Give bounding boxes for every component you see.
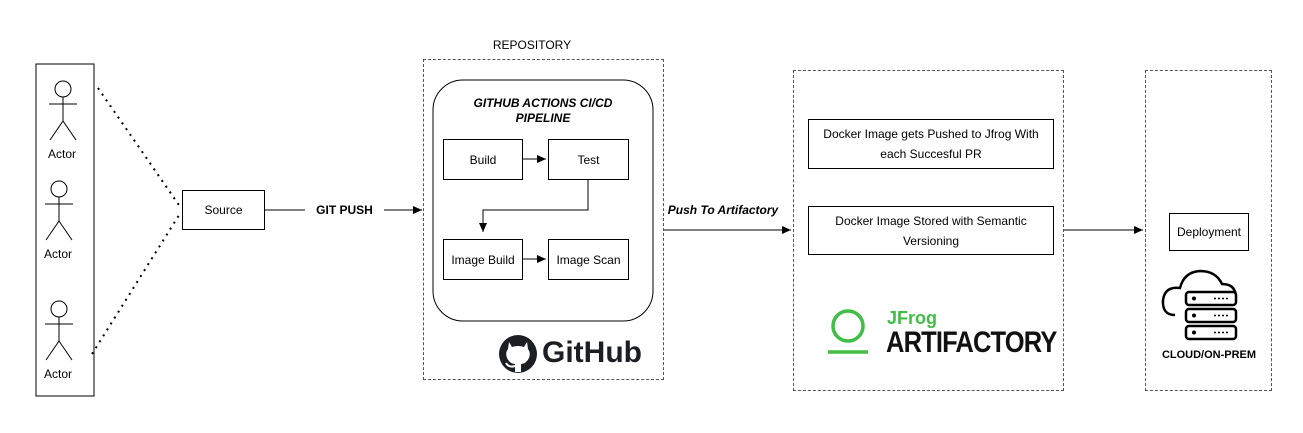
artifactory-note-versioning: Docker Image Stored with Semantic Versio… [808, 206, 1054, 255]
note-line: Docker Image Stored with Semantic [835, 213, 1027, 228]
deployment-node[interactable]: Deployment [1169, 213, 1249, 251]
artifactory-frame [793, 70, 1064, 391]
deployment-frame [1145, 70, 1272, 391]
step-image-build[interactable]: Image Build [443, 239, 523, 280]
github-logo-icon [499, 335, 537, 373]
actor-label: Actor [47, 147, 76, 161]
source-node[interactable]: Source [182, 190, 265, 230]
actor-figure-3 [45, 300, 73, 361]
repository-frame [423, 59, 664, 380]
jfrog-logo-text: JFrog [887, 308, 938, 328]
actor-figure-1 [49, 80, 77, 141]
step-image-scan[interactable]: Image Scan [548, 239, 629, 280]
actor-label: Actor [43, 367, 72, 381]
note-line: each Succesful PR [880, 147, 982, 161]
actor-group-frame [35, 63, 95, 397]
cloud-on-prem-label: CLOUD/ON-PREM [1161, 349, 1257, 361]
test-imagebuild-arrow [479, 180, 589, 232]
pipeline-frame [432, 79, 654, 322]
actor-source-link-top [97, 87, 182, 209]
pipeline-title-line1: GITHUB ACTIONS CI/CD [473, 96, 613, 110]
artifactory-note-push: Docker Image gets Pushed to Jfrog With e… [808, 119, 1054, 169]
step-test[interactable]: Test [548, 139, 629, 180]
github-logo-text: GitHub [542, 336, 642, 369]
artifactory-logo-text: ARTIFACTORY [886, 326, 1057, 359]
note-line: Docker Image gets Pushed to Jfrog With [823, 127, 1039, 141]
pipeline-title-line2: PIPELINE [515, 111, 571, 125]
actor-label: Actor [43, 247, 72, 261]
jfrog-logo-icon [828, 309, 868, 354]
actor-source-link-bottom [91, 211, 182, 355]
note-line: Versioning [902, 233, 960, 248]
push-to-artifactory-label: Push To Artifactory [667, 203, 779, 217]
repository-title: REPOSITORY [492, 38, 572, 52]
step-build[interactable]: Build [443, 139, 523, 180]
git-push-label: GIT PUSH [316, 203, 373, 217]
cloud-server-icon [1161, 269, 1238, 341]
actor-figure-2 [45, 180, 73, 241]
